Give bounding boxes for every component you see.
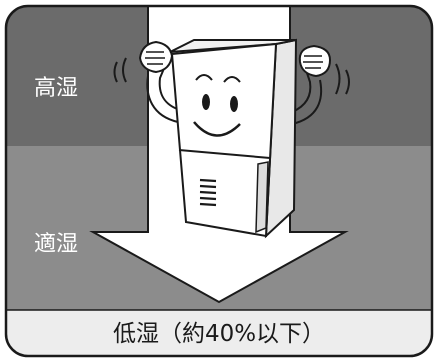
low-humidity-label: 低湿（約40%以下） [113,321,325,347]
dehumidifier-character-icon [113,38,350,239]
high-humidity-label: 高湿 [34,76,78,101]
low-humidity-zone [6,310,432,356]
mid-humidity-label: 適湿 [34,232,78,257]
